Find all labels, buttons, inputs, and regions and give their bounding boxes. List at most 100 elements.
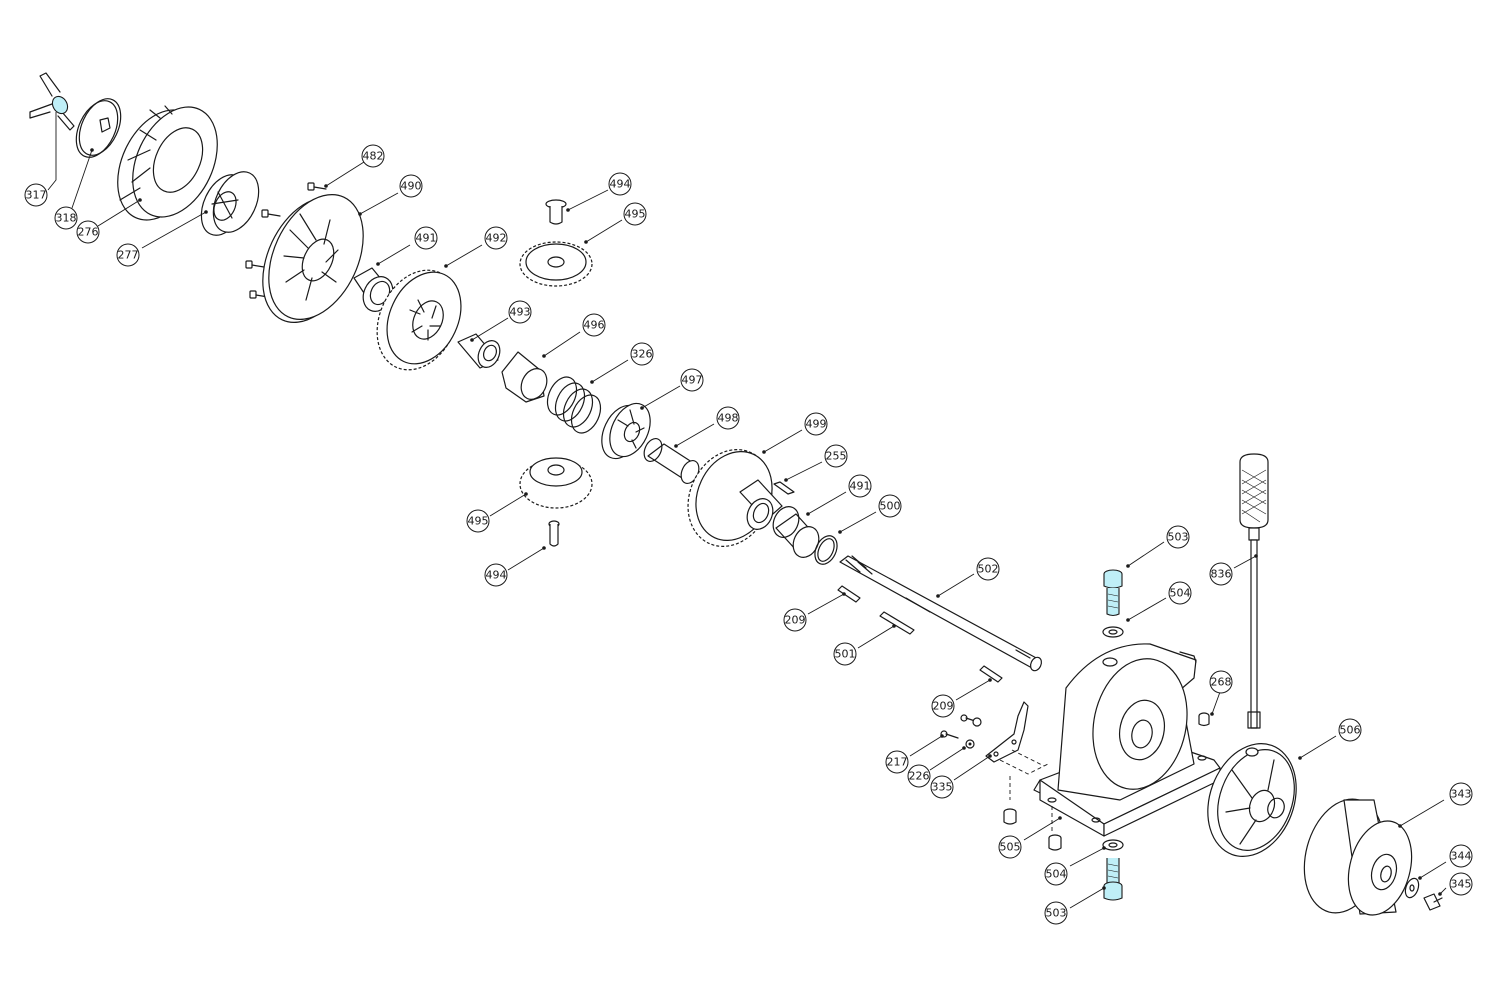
- callout-318: 318: [54, 206, 78, 230]
- svg-text:345: 345: [1451, 878, 1472, 891]
- part-503-bolt-upper: [1103, 569, 1123, 617]
- svg-text:209: 209: [933, 700, 954, 713]
- svg-text:506: 506: [1340, 724, 1361, 737]
- part-209-key-upper: [837, 585, 861, 603]
- part-317-handle-knob: [29, 72, 75, 131]
- svg-text:317: 317: [26, 189, 47, 202]
- part-492-large-gear: [376, 269, 462, 371]
- svg-text:495: 495: [625, 208, 646, 221]
- part-502-shaft: [839, 555, 1043, 672]
- callout-495-lower: 495: [466, 509, 490, 533]
- svg-text:491: 491: [850, 480, 871, 493]
- callout-209-upper: 209: [783, 608, 807, 632]
- callout-506: 506: [1338, 718, 1362, 742]
- svg-text:504: 504: [1046, 868, 1067, 881]
- part-495-bevel-gear-lower: [519, 457, 593, 509]
- callout-496: 496: [582, 313, 606, 337]
- part-326-spring: [546, 376, 602, 434]
- leader-lines: [47, 112, 1447, 909]
- part-497-clutch-disc: [601, 402, 651, 460]
- callout-503-lower: 503: [1044, 901, 1068, 925]
- svg-text:495: 495: [468, 515, 489, 528]
- part-505-nuts: [1003, 808, 1062, 851]
- callout-345: 345: [1449, 872, 1473, 896]
- callout-491-upper: 491: [414, 226, 438, 250]
- part-491-bushing-lower: [772, 506, 820, 558]
- svg-text:500: 500: [880, 500, 901, 513]
- svg-text:276: 276: [78, 226, 99, 239]
- svg-text:503: 503: [1168, 531, 1189, 544]
- svg-text:493: 493: [510, 306, 531, 319]
- callout-505: 505: [998, 835, 1022, 859]
- svg-text:504: 504: [1170, 587, 1191, 600]
- callout-501: 501: [833, 642, 857, 666]
- svg-text:502: 502: [978, 563, 999, 576]
- part-499-spur-gear: [687, 449, 783, 547]
- part-335-bracket: [985, 701, 1053, 832]
- svg-text:836: 836: [1211, 568, 1232, 581]
- svg-text:501: 501: [835, 648, 856, 661]
- svg-text:497: 497: [682, 374, 703, 387]
- callout-836: 836: [1209, 562, 1233, 586]
- part-217-screws: [940, 714, 979, 739]
- svg-text:326: 326: [632, 348, 653, 361]
- part-836-handle: [1239, 453, 1269, 729]
- part-501-key: [879, 611, 915, 635]
- part-504-washer-upper: [1102, 626, 1124, 638]
- callout-490: 490: [399, 174, 423, 198]
- callout-343: 343: [1449, 782, 1473, 806]
- part-493-sleeve: [457, 333, 501, 369]
- callout-494-upper: 494: [608, 172, 632, 196]
- part-344-washer: [1404, 877, 1420, 899]
- callout-217: 217: [885, 750, 909, 774]
- svg-text:490: 490: [401, 180, 422, 193]
- part-276-flange: [117, 105, 218, 221]
- callout-504-upper: 504: [1168, 581, 1192, 605]
- svg-text:209: 209: [785, 614, 806, 627]
- callout-255: 255: [824, 444, 848, 468]
- svg-text:344: 344: [1451, 850, 1472, 863]
- callout-335: 335: [930, 775, 954, 799]
- svg-text:499: 499: [806, 418, 827, 431]
- callout-226: 226: [907, 764, 931, 788]
- svg-text:343: 343: [1451, 788, 1472, 801]
- svg-text:217: 217: [887, 756, 908, 769]
- callout-503-upper: 503: [1166, 525, 1190, 549]
- part-277-drum: [200, 171, 260, 236]
- part-504-washer-lower: [1102, 839, 1124, 851]
- part-503-bolt-lower: [1103, 858, 1123, 901]
- callout-499: 499: [804, 412, 828, 436]
- callout-495-upper: 495: [623, 202, 647, 226]
- callout-498: 498: [716, 406, 740, 430]
- svg-text:505: 505: [1000, 841, 1021, 854]
- callout-500: 500: [878, 494, 902, 518]
- part-495-bevel-gear-upper: [519, 241, 593, 287]
- part-209-key-lower: [979, 665, 1003, 683]
- callout-317: 317: [24, 183, 48, 207]
- svg-text:335: 335: [932, 781, 953, 794]
- part-500-circlip: [814, 535, 838, 565]
- svg-text:496: 496: [584, 319, 605, 332]
- callout-326: 326: [630, 342, 654, 366]
- svg-text:492: 492: [486, 232, 507, 245]
- callout-504-lower: 504: [1044, 862, 1068, 886]
- part-494-pin-upper: [545, 199, 567, 225]
- part-505-housing: [1033, 643, 1221, 837]
- callout-277: 277: [116, 243, 140, 267]
- svg-text:318: 318: [56, 212, 77, 225]
- part-496-clutch: [501, 351, 548, 403]
- part-255-key: [773, 481, 795, 495]
- callout-209-lower: 209: [931, 694, 955, 718]
- callout-344: 344: [1449, 844, 1473, 868]
- callout-502: 502: [976, 557, 1000, 581]
- callout-268: 268: [1209, 670, 1233, 694]
- part-498-sleeve: [643, 438, 700, 484]
- svg-text:494: 494: [486, 569, 507, 582]
- part-345-bolt: [1423, 893, 1443, 911]
- part-490-cover-plate: [262, 194, 364, 323]
- callout-494-lower: 494: [484, 563, 508, 587]
- svg-text:498: 498: [718, 412, 739, 425]
- part-318-washer: [75, 98, 122, 158]
- part-482-screws: [245, 182, 327, 299]
